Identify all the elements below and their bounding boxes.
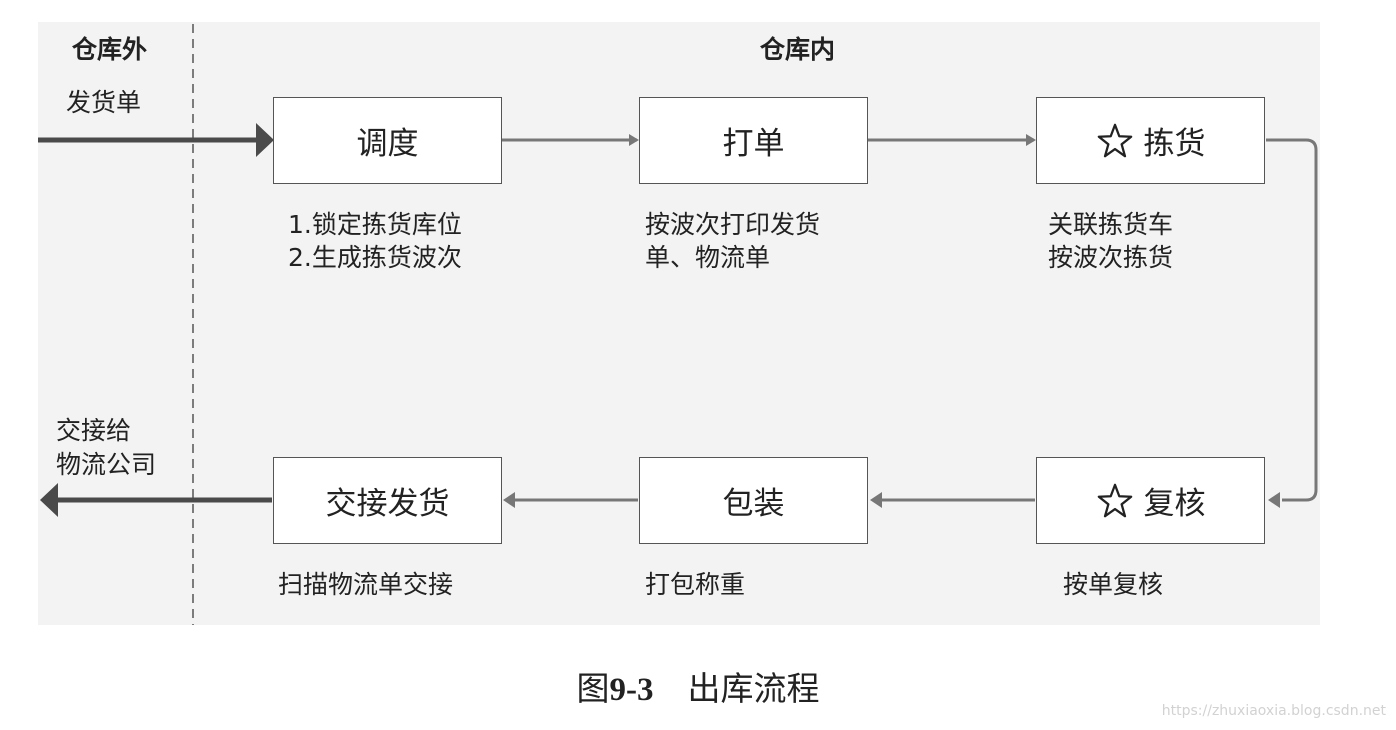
output-label-line1: 交接给	[56, 416, 132, 445]
input-label: 发货单	[66, 88, 142, 117]
step-dispatch-desc-line2: 2.生成拣货波次	[288, 243, 462, 272]
step-title: 打单	[722, 126, 785, 162]
step-print-orders: 打单	[639, 97, 868, 184]
step-packing-desc: 打包称重	[645, 570, 746, 599]
output-label-line2: 物流公司	[56, 450, 157, 479]
step-picking-desc-line1: 关联拣货车	[1048, 210, 1174, 239]
figure-caption: 图9-3 出库流程	[0, 662, 1396, 710]
inside-warehouse-header: 仓库内	[760, 35, 836, 64]
step-dispatch: 调度	[273, 97, 502, 184]
arrow-pick-to-review-head	[1268, 492, 1280, 508]
arrow-pick-to-review	[1266, 138, 1318, 502]
step-title: 拣货	[1143, 126, 1206, 162]
step-print-desc-line2: 单、物流单	[645, 243, 771, 272]
arrow-review-to-pack-head	[870, 492, 882, 508]
arrow-pack-to-handover-head	[503, 492, 515, 508]
step-title: 复核	[1143, 486, 1206, 522]
step-picking: 拣货	[1036, 97, 1265, 184]
caption-title: 出库流程	[687, 669, 820, 708]
outside-warehouse-header: 仓库外	[72, 35, 148, 64]
step-picking-desc-line2: 按波次拣货	[1048, 243, 1174, 272]
star-outline-icon	[1097, 483, 1132, 517]
step-dispatch-desc-line1: 1.锁定拣货库位	[288, 210, 462, 239]
caption-number: 9-3	[609, 672, 654, 708]
caption-prefix: 图	[576, 669, 610, 708]
step-review-desc: 按单复核	[1063, 570, 1164, 599]
step-title: 包装	[722, 486, 785, 522]
step-title: 交接发货	[325, 486, 450, 522]
step-handover-desc: 扫描物流单交接	[278, 570, 454, 599]
output-arrow-head	[40, 483, 58, 517]
step-title: 调度	[356, 126, 419, 162]
step-handover: 交接发货	[273, 457, 502, 544]
star-outline-icon	[1097, 123, 1132, 157]
step-packing: 包装	[639, 457, 868, 544]
watermark-url: https://zhuxiaoxia.blog.csdn.net	[1161, 703, 1386, 719]
step-review: 复核	[1036, 457, 1265, 544]
input-arrow-head	[256, 123, 274, 157]
step-print-desc-line1: 按波次打印发货	[645, 210, 821, 239]
